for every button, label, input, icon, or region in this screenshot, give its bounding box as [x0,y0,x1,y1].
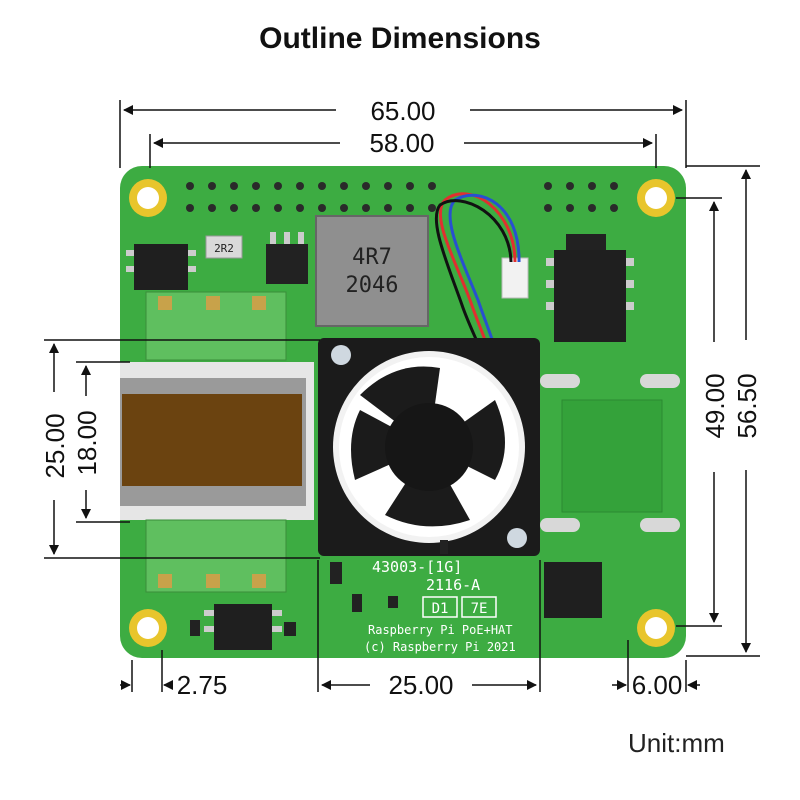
dim-hole-spacing-y: 49.00 [700,373,730,438]
chip-qfn-bottom-right [544,562,602,618]
silk-part-number: 43003-[1G] [372,558,462,576]
chip-small-right [566,234,606,250]
chip-top-left [126,244,196,290]
small-components [190,540,448,636]
fan-connector [501,257,529,299]
dim-left-margin: 2.75 [177,670,228,700]
silk-code-box-2: 7E [471,601,488,617]
dim-transformer-inner: 18.00 [72,410,102,475]
dim-right-margin: 6.00 [632,670,683,700]
inductor-label-line1: 4R7 [352,245,392,270]
solder-pads-right [540,374,680,532]
chip-qfn-right [546,250,634,342]
transformer [120,291,314,593]
dim-hole-spacing-x: 58.00 [369,128,434,158]
dim-transformer-outer: 25.00 [40,413,70,478]
dim-width-total: 65.00 [370,96,435,126]
small-inductor: 2R2 [205,235,243,259]
copper-pour [561,399,663,513]
small-inductor-label: 2R2 [214,242,234,255]
main-inductor: 4R7 2046 [315,215,429,327]
inductor-label-line2: 2046 [346,273,399,298]
pcb-board: 2R2 4R7 2046 [120,166,686,658]
silk-product-name: Raspberry Pi PoE+HAT [368,623,513,637]
gpio-header [186,182,618,212]
silkscreen-text: 43003-[1G] 2116-A D1 7E Raspberry Pi PoE… [364,558,516,654]
mounting-hole-top-right [637,179,675,217]
dim-height-total: 56.50 [732,373,762,438]
silk-code-box-1: D1 [432,601,449,617]
mounting-hole-bottom-left [129,609,167,647]
dimension-lines [44,100,760,692]
chip-sot [266,232,308,284]
chip-bottom-left [204,604,282,650]
cooling-fan [318,338,540,556]
diagram-title: Outline Dimensions [259,22,541,55]
mounting-hole-bottom-right [637,609,675,647]
unit-label: Unit:mm [628,728,725,758]
silk-copyright: (c) Raspberry Pi 2021 [364,640,516,654]
mounting-hole-top-left [129,179,167,217]
silk-date-code: 2116-A [426,576,480,594]
dim-fan-width: 25.00 [388,670,453,700]
